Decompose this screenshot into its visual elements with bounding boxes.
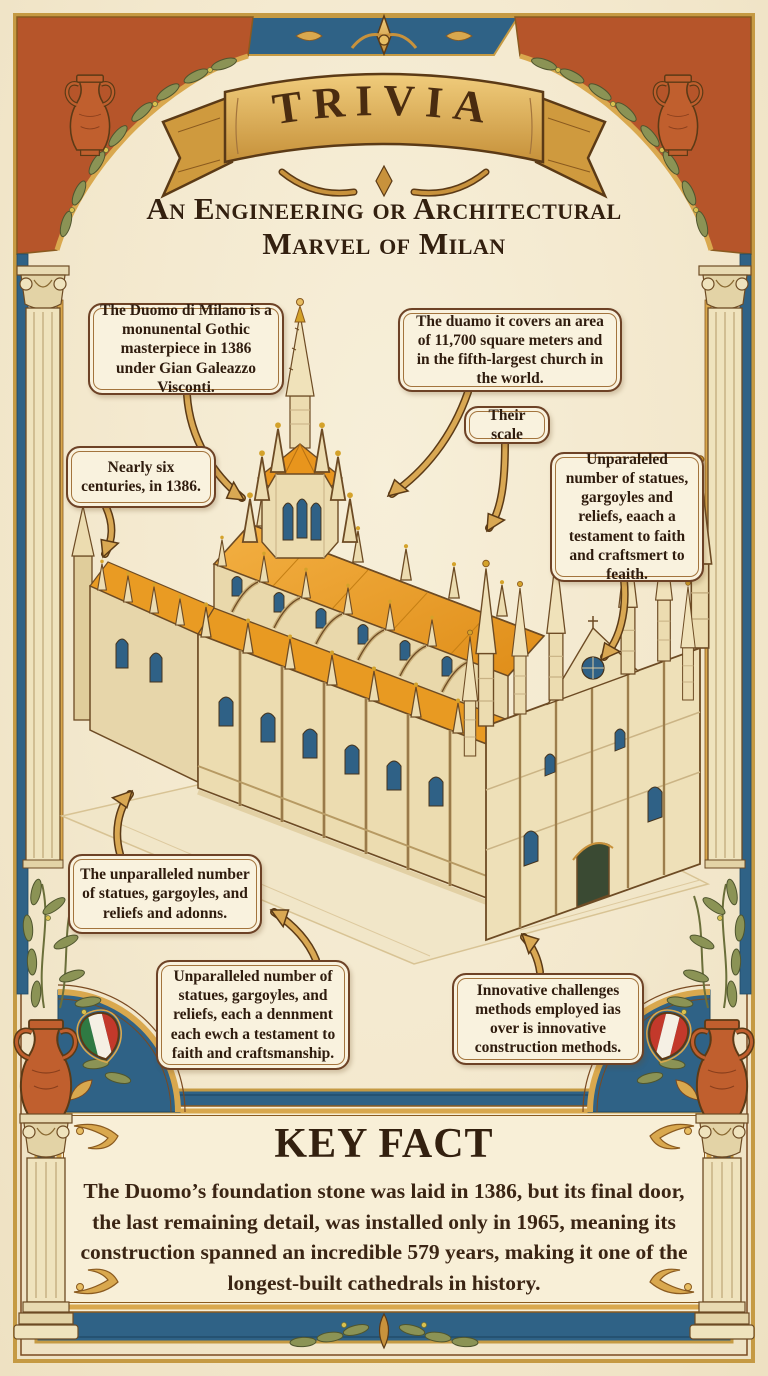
cathedral-facade xyxy=(461,454,713,942)
banner-title: TRIVIA xyxy=(270,76,489,134)
callout-methods: Innovative challenges methods employed i… xyxy=(452,973,644,1065)
column-icon xyxy=(16,265,70,869)
tiburio-dome xyxy=(241,298,359,559)
callout-scale-text: Their scale xyxy=(488,406,526,443)
olive-branch-icon xyxy=(57,55,239,239)
callout-area-text: The duamo it covers an area of 11,700 sq… xyxy=(416,312,604,388)
callout-craftsmanship-text: Unparalleled number of statues, gargoyle… xyxy=(170,967,336,1062)
olive-sprig-icon xyxy=(289,1312,479,1350)
title-line-1: An Engineering or Architectural xyxy=(146,191,622,226)
callout-statues-left: The unparalleled number of statues, garg… xyxy=(68,854,262,934)
callout-history-text: The Duomo di Milano is a monunental Goth… xyxy=(100,301,272,396)
callout-statues-left-text: The unparalleled number of statues, garg… xyxy=(80,866,250,922)
callout-statues-right-text: Unparaleled number of statues, gargoyles… xyxy=(565,450,689,584)
callout-craftsmanship: Unparalleled number of statues, gargoyle… xyxy=(156,960,350,1070)
callout-scale: Their scale xyxy=(464,406,550,444)
title-line-2: Marvel of Milan xyxy=(262,225,506,261)
callout-history: The Duomo di Milano is a monunental Goth… xyxy=(88,301,284,396)
callout-centuries: Nearly six centuries, in 1386. xyxy=(66,446,216,508)
key-fact-frame xyxy=(34,1088,734,1350)
column-icon xyxy=(13,1113,79,1340)
callout-methods-text: Innovative challenges methods employed i… xyxy=(474,981,622,1057)
key-fact-title: KEY FACT xyxy=(274,1121,494,1167)
infographic-title: An Engineering or Architectural Marvel o… xyxy=(54,191,714,261)
callout-statues-right: Unparaleled number of statues, gargoyles… xyxy=(550,450,704,584)
callout-centuries-text: Nearly six centuries, in 1386. xyxy=(81,458,201,495)
key-fact-body: The Duomo’s foundation stone was laid in… xyxy=(80,1179,688,1295)
ribbon-banner: TRIVIA xyxy=(160,13,608,199)
svg-text:TRIVIA: TRIVIA xyxy=(270,76,499,134)
madonnina-statue-icon xyxy=(294,298,306,323)
cathedral-illustration xyxy=(59,298,713,965)
banner-crest-icon xyxy=(350,13,418,57)
callout-area: The duamo it covers an area of 11,700 sq… xyxy=(398,308,622,392)
